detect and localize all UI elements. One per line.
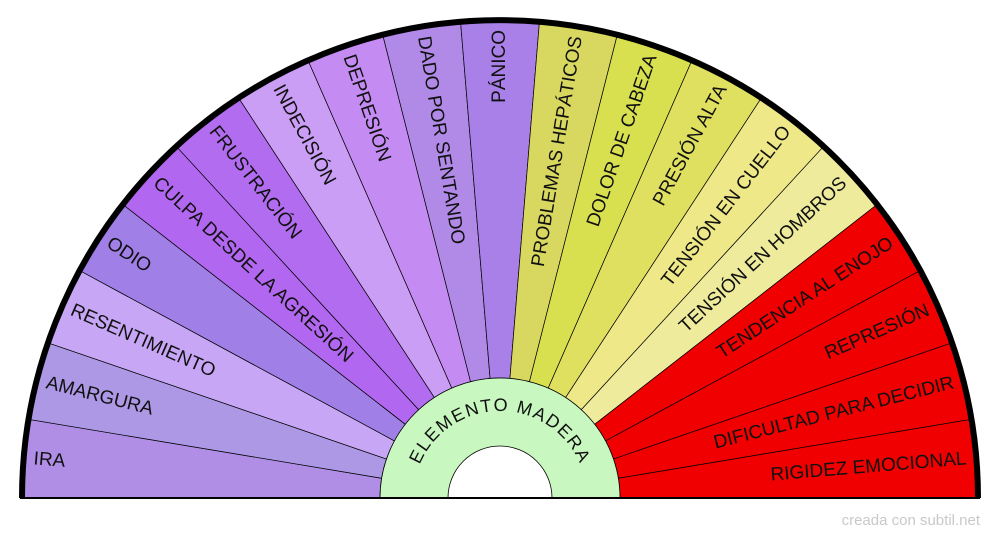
- segment-label: IRA: [33, 448, 67, 472]
- segment-label: PÁNICO: [489, 30, 510, 103]
- outer-rim: [19, 17, 981, 499]
- center-ring: [379, 377, 621, 499]
- credit-text: creada con subtil.net: [841, 512, 980, 529]
